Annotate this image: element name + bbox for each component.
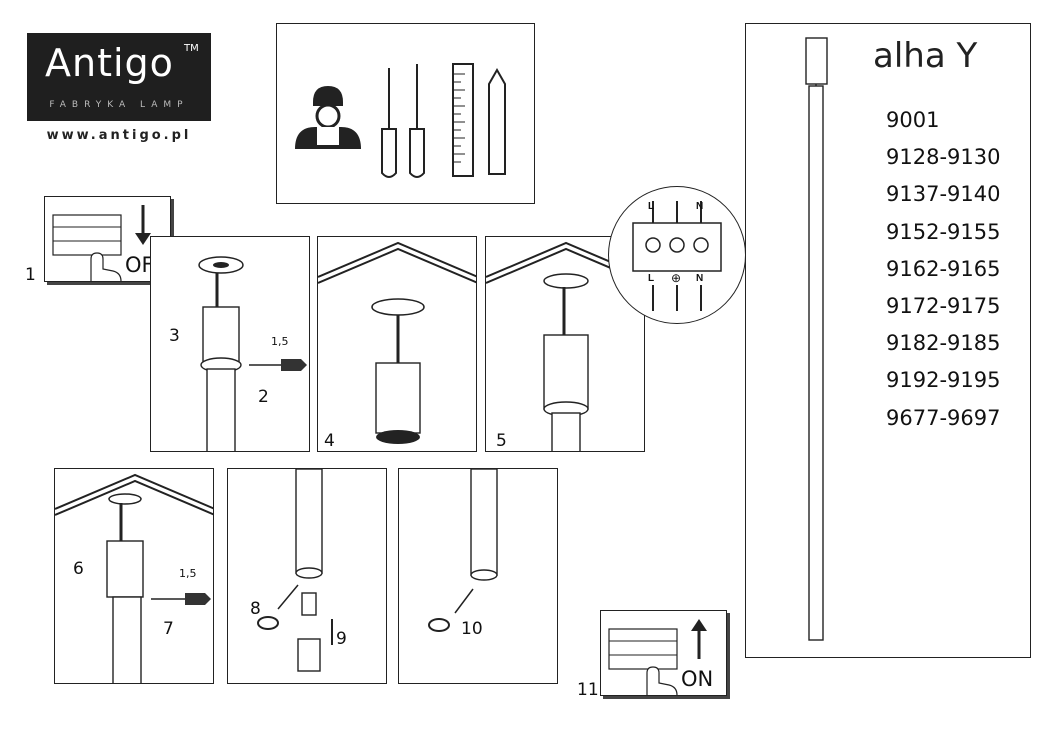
terminal-n-top: N: [696, 201, 704, 212]
step-8-label: 8: [250, 599, 261, 619]
step-4-label: 4: [324, 431, 335, 451]
fixture-lift-illustration: [55, 473, 213, 683]
step-4-panel: 4: [317, 236, 477, 452]
terminal-n-bottom: N: [696, 273, 704, 284]
terminal-earth-bottom: ⊕: [671, 271, 682, 285]
on-label: ON: [681, 667, 714, 691]
tools-icon: [295, 63, 506, 178]
step-1-label: 1: [25, 265, 36, 285]
brand-trademark: TM: [184, 43, 199, 54]
product-name: alha Y: [873, 36, 978, 76]
canopy-drop-illustration: [198, 256, 307, 451]
product-code: 9162-9165: [886, 256, 1001, 281]
step-2-3-panel: 3 2 1,5: [150, 236, 310, 452]
step-2-label: 2: [258, 387, 269, 407]
product-panel: alha Y 9001 9128-9130 9137-9140 9152-915…: [745, 23, 1031, 658]
step-10-panel: 10: [398, 468, 558, 684]
terminal-magnifier: L N L ⊕ N: [608, 186, 746, 324]
fixture-assembly-illustration: [486, 241, 644, 451]
product-code: 9677-9697: [886, 405, 1001, 430]
brand-website: www.antigo.pl: [46, 128, 192, 143]
screw-size-a: 1,5: [271, 335, 289, 348]
brand-tagline: FABRYKA LAMP: [49, 100, 189, 110]
product-code: 9192-9195: [886, 368, 1001, 393]
product-code-list: 9001 9128-9130 9137-9140 9152-9155 9162-…: [886, 102, 1000, 437]
ceiling-mount-illustration: [318, 241, 476, 444]
step-5-label: 5: [496, 431, 507, 451]
product-code: 9172-9175: [886, 293, 1001, 318]
bulb-replace-illustration: [257, 469, 333, 672]
terminal-l-top: L: [648, 201, 655, 212]
terminal-block-icon: [632, 201, 722, 311]
step-3-label: 3: [169, 326, 180, 346]
product-code: 9152-9155: [886, 219, 1001, 244]
product-code: 9137-9140: [886, 182, 1001, 207]
pendant-lamp-icon: [805, 37, 828, 641]
step-8-9-panel: 8 9: [227, 468, 387, 684]
switch-on-panel: ON: [600, 610, 727, 696]
step-7-label: 7: [163, 619, 174, 639]
screw-size-b: 1,5: [179, 567, 197, 580]
tools-panel: [276, 23, 535, 204]
step-11-label: 11: [577, 680, 599, 700]
brand-name: Antigo: [45, 41, 174, 85]
breaker-icon: [52, 205, 151, 281]
step-6-label: 6: [73, 559, 84, 579]
terminal-l-bottom: L: [648, 273, 655, 284]
product-code: 9182-9185: [886, 331, 1001, 356]
step-6-7-panel: 6 7 1,5: [54, 468, 214, 684]
brand-logo: Antigo TM FABRYKA LAMP: [27, 33, 211, 121]
step-9-label: 9: [336, 629, 347, 649]
product-code: 9001: [886, 108, 940, 132]
product-code: 9128-9130: [886, 145, 1001, 170]
breaker-on-icon: [608, 619, 707, 695]
step-10-label: 10: [461, 619, 483, 639]
ring-install-illustration: [428, 469, 498, 632]
